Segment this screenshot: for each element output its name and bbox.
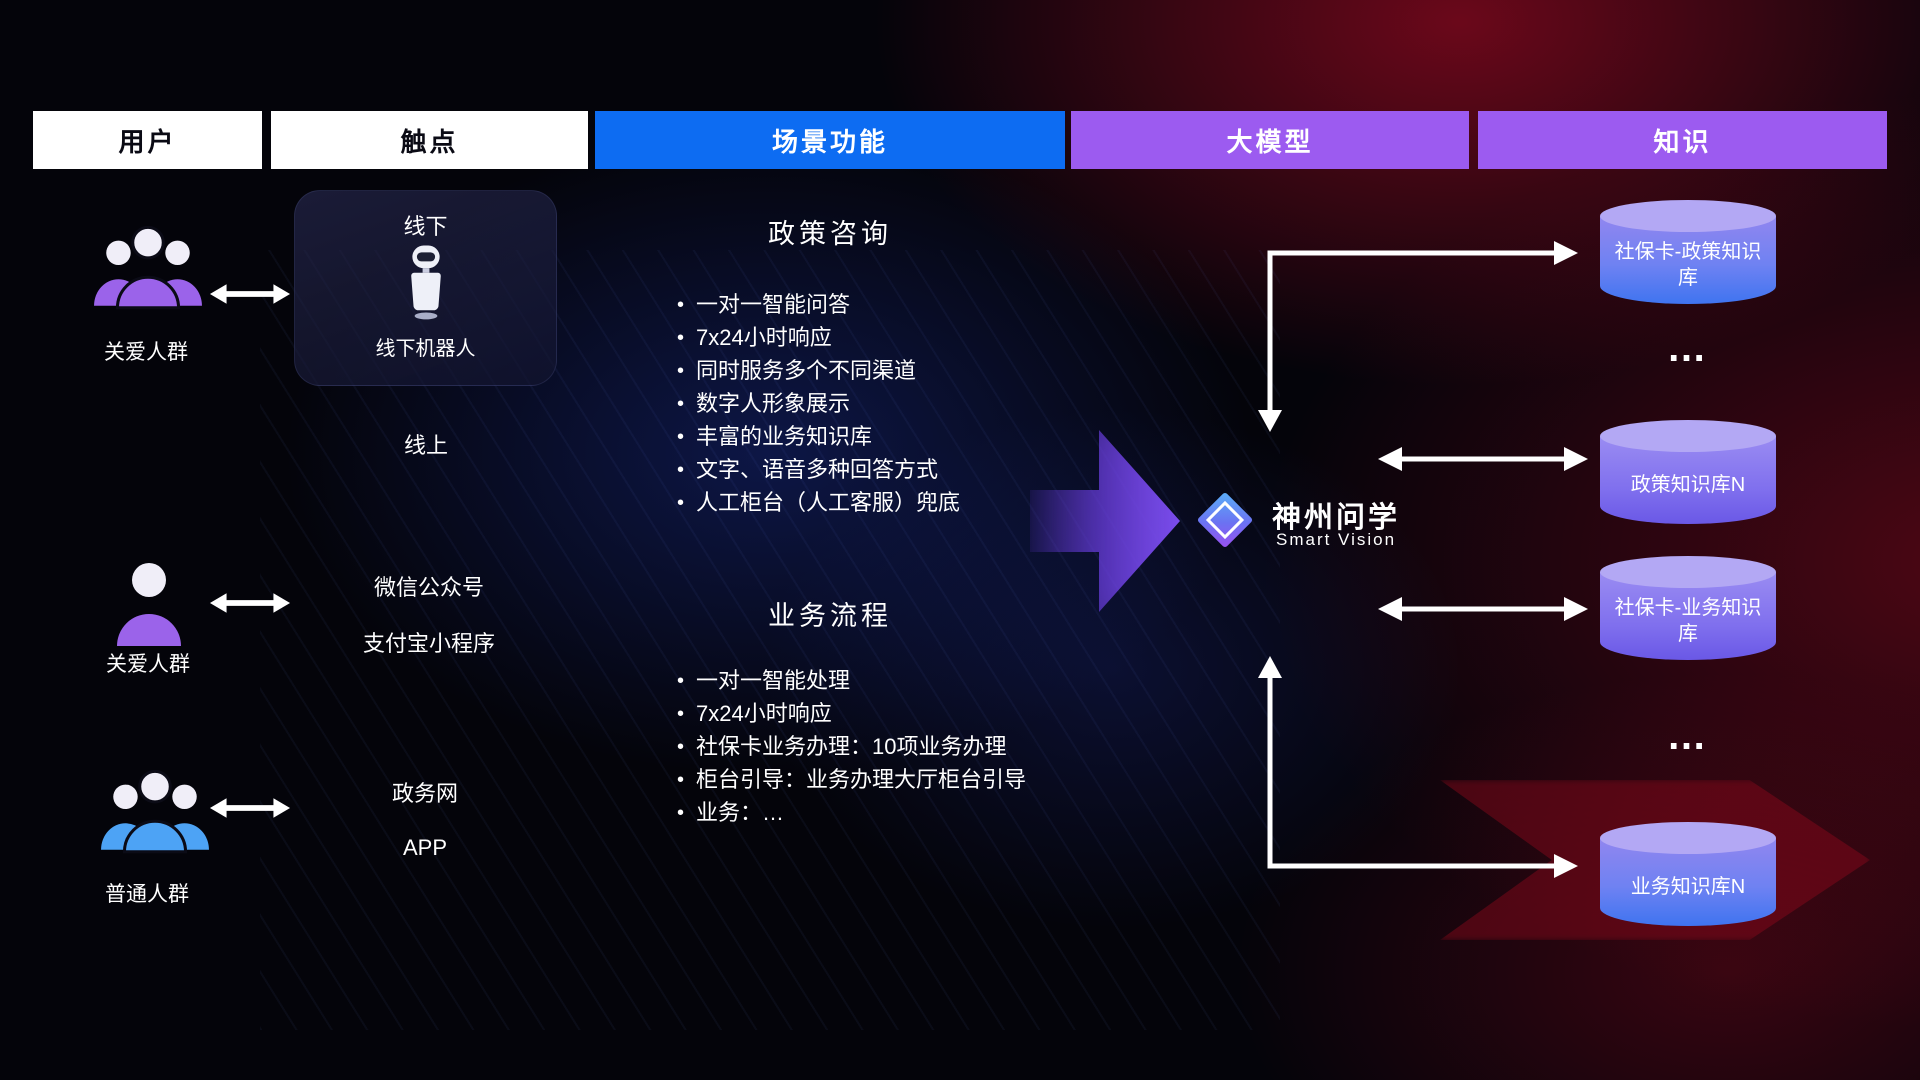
double-arrow-icon xyxy=(208,794,292,822)
bullet-item: 同时服务多个不同渠道 xyxy=(677,355,960,388)
offline-robot-card: 线下 线下机器人 xyxy=(294,190,557,386)
knowledge-base-label: 社保卡-业务知识库 xyxy=(1614,597,1762,645)
double-arrow-icon xyxy=(208,280,292,308)
user-label-care-group-1: 关爱人群 xyxy=(104,341,188,364)
cylinder-top xyxy=(1600,420,1776,452)
header-column-knowledge: 知识 xyxy=(1478,111,1887,169)
knowledge-base-label: 社保卡-政策知识库 xyxy=(1614,241,1762,289)
flow-arrow-icon xyxy=(1030,430,1180,612)
bullet-item: 柜台引导：业务办理大厅柜台引导 xyxy=(677,764,1026,797)
group-users-blue-icon xyxy=(99,762,211,854)
bullet-item: 人工柜台（人工客服）兜底 xyxy=(677,487,960,520)
scenario-title-business-process: 业务流程 xyxy=(768,601,892,631)
cylinder-top xyxy=(1600,556,1776,588)
channel-alipay-mini-program: 支付宝小程序 xyxy=(362,631,495,656)
channel-app: APP xyxy=(402,835,448,860)
knowledge-base-label: 政策知识库N xyxy=(1630,474,1746,496)
business-process-bullet-list: 一对一智能处理 7x24小时响应 社保卡业务办理：10项业务办理 柜台引导：业务… xyxy=(677,665,1026,830)
knowledge-base-social-policy: 社保卡-政策知识库 xyxy=(1600,200,1776,312)
online-title: 线上 xyxy=(403,433,448,458)
single-user-purple-icon xyxy=(110,554,188,648)
offline-robot-label: 线下机器人 xyxy=(375,338,476,360)
bullet-item: 文字、语音多种回答方式 xyxy=(677,454,960,487)
ellipsis: … xyxy=(1666,326,1710,370)
bullet-item: 7x24小时响应 xyxy=(677,698,1026,731)
offline-title: 线下 xyxy=(403,214,448,239)
header-column-users: 用户 xyxy=(33,111,262,169)
knowledge-base-label: 业务知识库N xyxy=(1630,876,1746,898)
user-label-general-group: 普通人群 xyxy=(105,883,189,906)
robot-icon xyxy=(401,245,451,321)
policy-consultation-bullet-list: 一对一智能问答 7x24小时响应 同时服务多个不同渠道 数字人形象展示 丰富的业… xyxy=(677,289,960,520)
header-column-touchpoints: 触点 xyxy=(271,111,588,169)
channel-gov-web: 政务网 xyxy=(391,781,458,806)
double-arrow-icon xyxy=(208,589,292,617)
bullet-item: 一对一智能问答 xyxy=(677,289,960,322)
knowledge-base-policy-n: 政策知识库N xyxy=(1600,420,1776,532)
cylinder-top xyxy=(1600,200,1776,232)
model-name: 神州问学 xyxy=(1272,502,1401,534)
ellipsis: … xyxy=(1666,714,1710,758)
bullet-item: 一对一智能处理 xyxy=(677,665,1026,698)
header-column-large-model: 大模型 xyxy=(1071,111,1469,169)
bullet-item: 数字人形象展示 xyxy=(677,388,960,421)
header-column-scenario-functions: 场景功能 xyxy=(595,111,1065,169)
model-subtitle: Smart Vision xyxy=(1276,530,1397,549)
scenario-title-policy-consultation: 政策咨询 xyxy=(768,219,892,249)
user-label-care-group-2: 关爱人群 xyxy=(106,653,190,676)
bullet-item: 业务：… xyxy=(677,797,1026,830)
knowledge-base-business-n: 业务知识库N xyxy=(1600,822,1776,934)
cylinder-top xyxy=(1600,822,1776,854)
group-users-purple-icon xyxy=(92,218,204,310)
bullet-item: 7x24小时响应 xyxy=(677,322,960,355)
bullet-item: 丰富的业务知识库 xyxy=(677,421,960,454)
channel-wechat-official-account: 微信公众号 xyxy=(373,575,484,600)
bullet-item: 社保卡业务办理：10项业务办理 xyxy=(677,731,1026,764)
diamond-logo-icon xyxy=(1193,488,1257,552)
knowledge-base-social-business: 社保卡-业务知识库 xyxy=(1600,556,1776,668)
